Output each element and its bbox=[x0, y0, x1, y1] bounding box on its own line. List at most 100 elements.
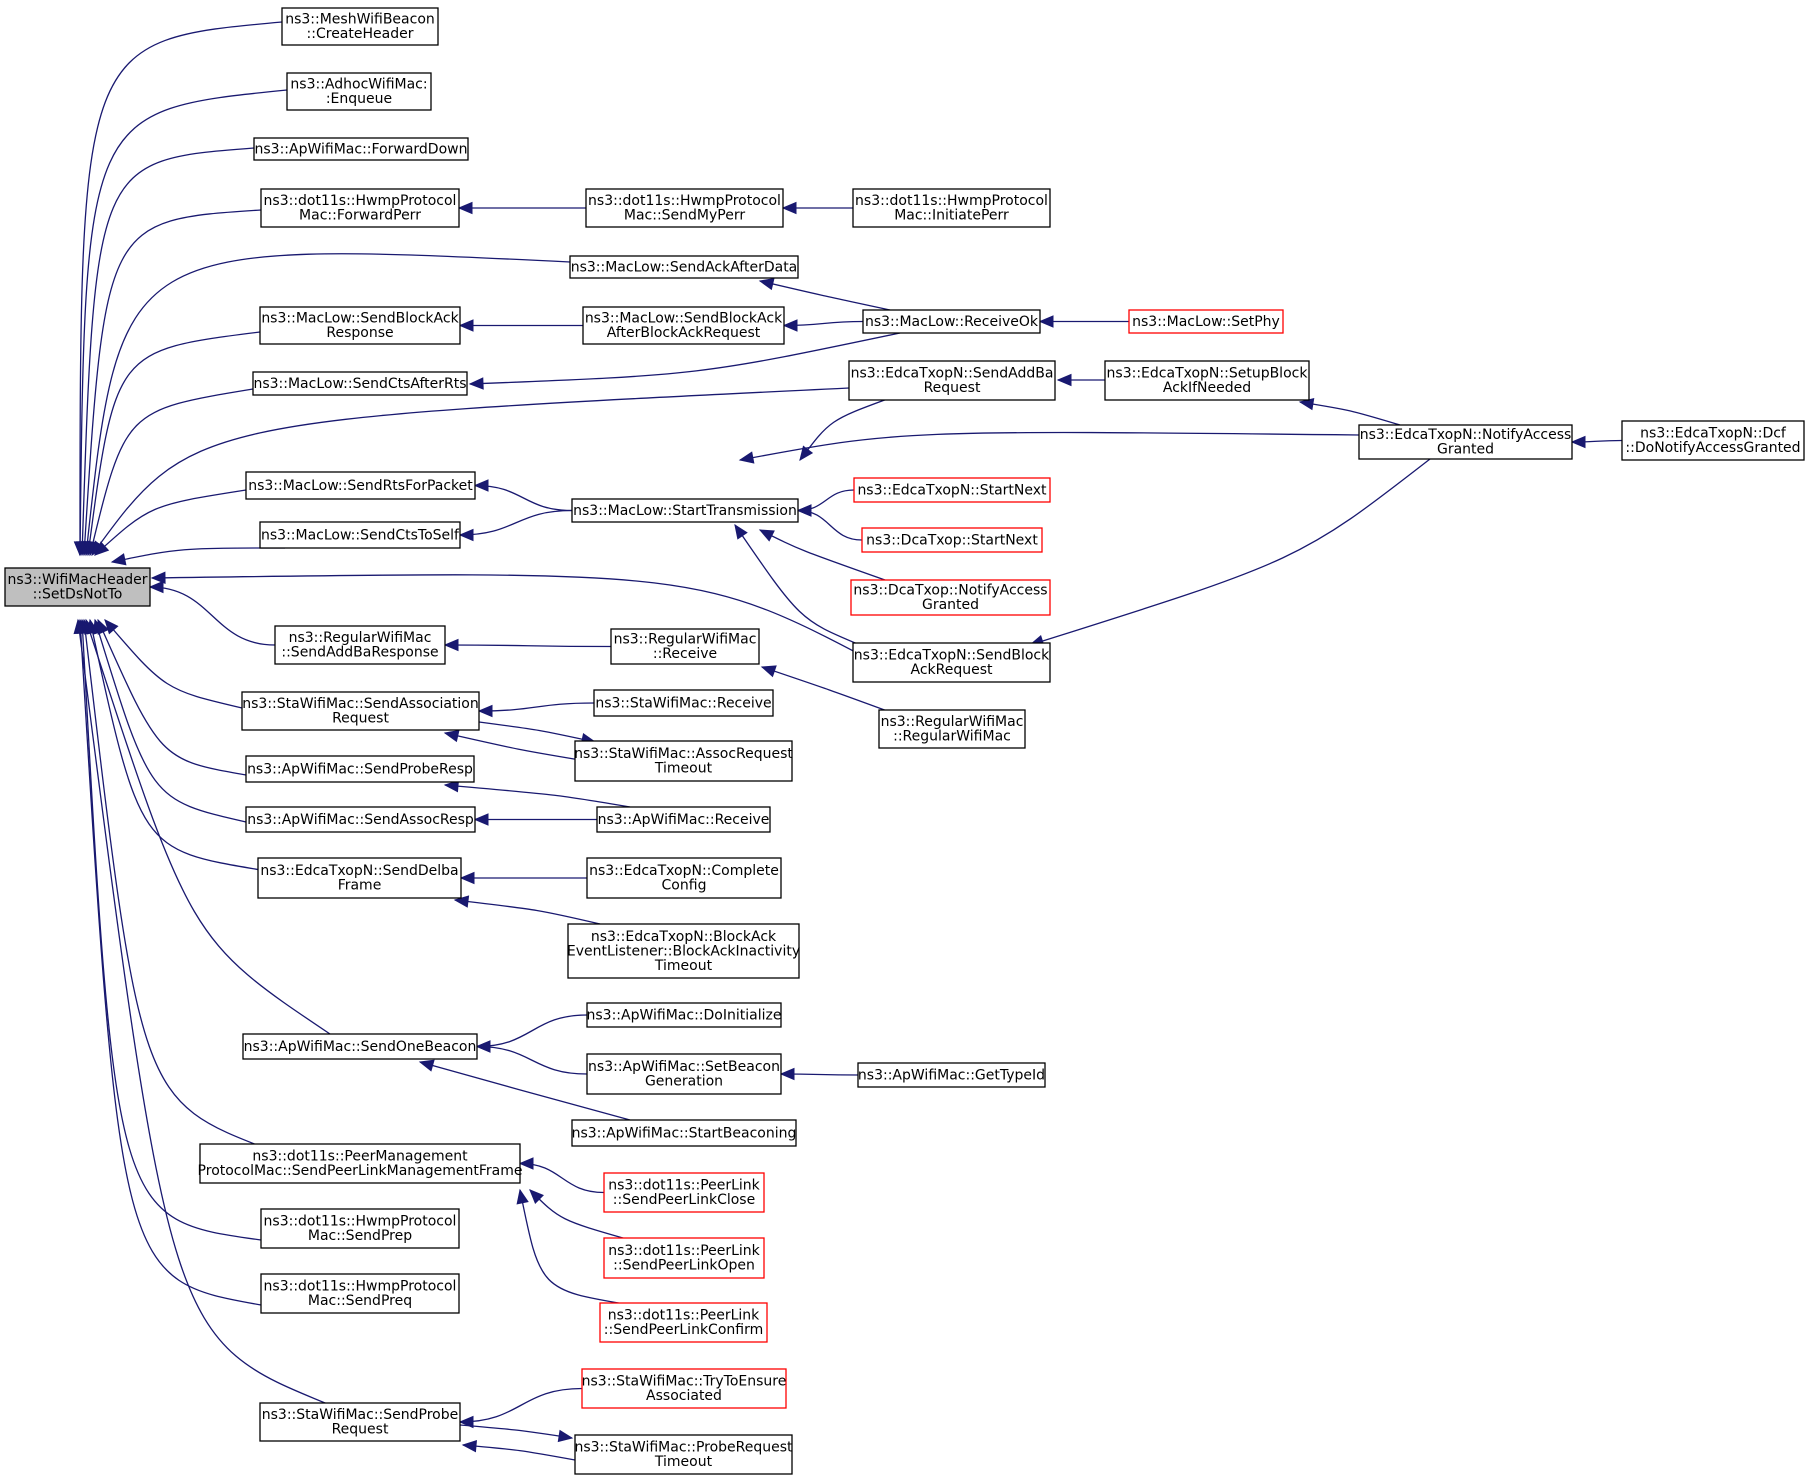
edge-hwip-to-hwsmp bbox=[781, 201, 854, 215]
node-label: AckIfNeeded bbox=[1163, 380, 1251, 396]
node-sbaabr[interactable]: ns3::MacLow::SendBlockAckAfterBlockAckRe… bbox=[582, 306, 785, 345]
node-label: ns3::MacLow::ReceiveOk bbox=[865, 314, 1039, 330]
node-arecv[interactable]: ns3::ApWifiMac::Receive bbox=[596, 806, 771, 833]
edge-arrowhead bbox=[1038, 315, 1054, 328]
node-label: Mac::ForwardPerr bbox=[299, 208, 421, 224]
edge-arrowhead bbox=[458, 1415, 474, 1429]
edge-adoi-to-asob bbox=[475, 1014, 588, 1053]
edge-arrowhead bbox=[1570, 435, 1586, 449]
node-label: Request bbox=[332, 1422, 389, 1438]
node-box bbox=[857, 1062, 1046, 1088]
node-box bbox=[260, 1208, 460, 1249]
node-rrecv[interactable]: ns3::RegularWifiMac::Receive bbox=[610, 628, 760, 665]
node-estartnext[interactable]: ns3::EdcaTxopN::StartNext bbox=[853, 477, 1051, 503]
edge-sspr-to-sprt bbox=[459, 1424, 574, 1443]
node-aspr[interactable]: ns3::ApWifiMac::SendProbeResp bbox=[245, 755, 475, 783]
edge-arrowhead bbox=[779, 1067, 795, 1081]
node-label: ns3::dot11s::HwmpProtocol bbox=[264, 1214, 457, 1230]
edge-line bbox=[1299, 401, 1401, 426]
node-box bbox=[252, 371, 468, 396]
edge-arrowhead bbox=[94, 541, 110, 556]
node-root[interactable]: ns3::WifiMacHeader::SetDsNotTo bbox=[4, 567, 151, 607]
node-apfwd[interactable]: ns3::ApWifiMac::ForwardDown bbox=[253, 137, 469, 161]
node-label: ns3::EdcaTxopN::Dcf bbox=[1640, 426, 1787, 442]
node-label: ns3::ApWifiMac::SendAssocResp bbox=[247, 812, 474, 828]
node-hwip[interactable]: ns3::dot11s::HwmpProtocolMac::InitiatePe… bbox=[852, 188, 1051, 228]
node-label: ns3::RegularWifiMac bbox=[289, 630, 432, 646]
edge-enotify-to-esetup bbox=[1298, 397, 1401, 426]
edge-line bbox=[85, 619, 331, 1035]
node-label: ns3::MacLow::SendRtsForPacket bbox=[248, 478, 473, 494]
node-box bbox=[586, 1002, 782, 1028]
edge-esetup-to-eaddba bbox=[1056, 373, 1106, 387]
node-label: ns3::EdcaTxopN::BlockAck bbox=[591, 929, 777, 945]
edge-line bbox=[476, 1014, 588, 1048]
node-hwfp[interactable]: ns3::dot11s::HwmpProtocolMac::ForwardPer… bbox=[260, 188, 460, 228]
edge-arrowhead bbox=[73, 618, 86, 635]
node-asob[interactable]: ns3::ApWifiMac::SendOneBeacon bbox=[242, 1033, 478, 1060]
edge-rsadd-to-root bbox=[148, 580, 276, 646]
node-box bbox=[259, 306, 461, 345]
node-box bbox=[569, 255, 799, 279]
node-stx[interactable]: ns3::MacLow::StartTransmission bbox=[571, 498, 799, 523]
node-plopen[interactable]: ns3::dot11s::PeerLink::SendPeerLinkOpen bbox=[603, 1237, 765, 1279]
node-asb[interactable]: ns3::ApWifiMac::StartBeaconing bbox=[571, 1119, 797, 1147]
node-adhoc[interactable]: ns3::AdhocWifiMac::Enqueue bbox=[286, 72, 432, 111]
edge-agti-to-asbg bbox=[779, 1067, 859, 1081]
node-box bbox=[253, 137, 469, 161]
node-box bbox=[259, 521, 461, 549]
node-setphy[interactable]: ns3::MacLow::SetPhy bbox=[1128, 309, 1284, 334]
node-dnotify[interactable]: ns3::DcaTxop::NotifyAccessGranted bbox=[850, 579, 1051, 616]
node-agti[interactable]: ns3::ApWifiMac::GetTypeId bbox=[857, 1062, 1046, 1088]
edge-ssar-to-root bbox=[104, 619, 243, 709]
node-rsadd[interactable]: ns3::RegularWifiMac::SendAddBaResponse bbox=[274, 625, 446, 665]
node-plclose[interactable]: ns3::dot11s::PeerLink::SendPeerLinkClose bbox=[603, 1172, 765, 1213]
node-ebael[interactable]: ns3::EdcaTxopN::BlockAckEventListener::B… bbox=[567, 923, 800, 979]
edge-arrowhead bbox=[518, 1157, 534, 1170]
edge-asbg-to-asob bbox=[475, 1040, 588, 1075]
node-plconf[interactable]: ns3::dot11s::PeerLink::SendPeerLinkConfi… bbox=[599, 1302, 768, 1343]
node-rctor[interactable]: ns3::RegularWifiMac::RegularWifiMac bbox=[878, 709, 1026, 749]
edge-line bbox=[89, 388, 254, 556]
node-edcf[interactable]: ns3::EdcaTxopN::Dcf::DoNotifyAccessGrant… bbox=[1621, 420, 1805, 461]
edge-line bbox=[476, 1045, 588, 1075]
node-rok[interactable]: ns3::MacLow::ReceiveOk bbox=[862, 309, 1041, 334]
node-scar[interactable]: ns3::MacLow::SendCtsAfterRts bbox=[252, 371, 468, 396]
node-dstartnext[interactable]: ns3::DcaTxop::StartNext bbox=[861, 527, 1043, 553]
node-srecv[interactable]: ns3::StaWifiMac::Receive bbox=[593, 689, 774, 717]
edge-ebael-to-esdf bbox=[453, 895, 601, 925]
node-label: ns3::RegularWifiMac bbox=[881, 714, 1024, 730]
node-box bbox=[260, 188, 460, 228]
node-asar[interactable]: ns3::ApWifiMac::SendAssocResp bbox=[245, 806, 476, 833]
edge-dstartnext-to-stx bbox=[796, 504, 863, 541]
node-label: ::SetDsNotTo bbox=[33, 587, 123, 603]
node-box bbox=[852, 642, 1051, 683]
edge-arrowhead bbox=[443, 638, 459, 652]
node-mwb[interactable]: ns3::MeshWifiBeacon::CreateHeader bbox=[281, 7, 439, 46]
node-adoi[interactable]: ns3::ApWifiMac::DoInitialize bbox=[586, 1002, 782, 1028]
node-saad[interactable]: ns3::MacLow::SendAckAfterData bbox=[569, 255, 799, 279]
node-enotify[interactable]: ns3::EdcaTxopN::NotifyAccessGranted bbox=[1358, 424, 1573, 460]
node-pmp[interactable]: ns3::dot11s::PeerManagementProtocolMac::… bbox=[198, 1143, 523, 1184]
node-scts[interactable]: ns3::MacLow::SendCtsToSelf bbox=[259, 521, 461, 549]
node-srfp[interactable]: ns3::MacLow::SendRtsForPacket bbox=[245, 471, 476, 500]
node-box bbox=[571, 498, 799, 523]
node-label: ::DoNotifyAccessGranted bbox=[1625, 440, 1800, 456]
node-box bbox=[1358, 424, 1573, 460]
node-label: ns3::ApWifiMac::SendOneBeacon bbox=[244, 1039, 477, 1055]
